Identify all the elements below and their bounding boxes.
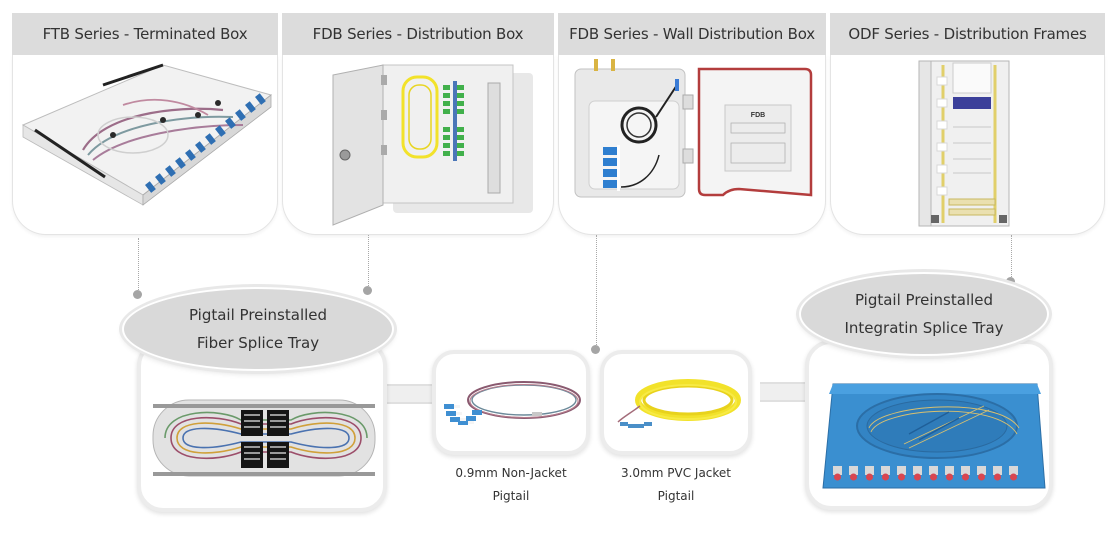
ellipse-line-1: Pigtail Preinstalled xyxy=(854,291,994,309)
odf-cabinet-image xyxy=(918,60,1010,227)
integrated-splice-tray-card[interactable] xyxy=(805,340,1053,510)
connector-line xyxy=(138,238,139,292)
connector-dot xyxy=(591,345,600,354)
non-jacket-pigtail-image xyxy=(444,381,581,425)
fdb-wall-distribution-box-card[interactable]: FDB xyxy=(558,55,826,235)
tab-odf-series[interactable]: ODF Series - Distribution Frames xyxy=(830,13,1105,55)
connector-dot xyxy=(1006,277,1015,286)
connector-line xyxy=(1011,235,1012,279)
caption-line-2: Pigtail xyxy=(492,489,530,503)
non-jacket-pigtail-caption: 0.9mm Non-Jacket Pigtail xyxy=(432,462,590,508)
ellipse-line-1: Pigtail Preinstalled xyxy=(188,306,328,324)
ellipse-line-2: Integratin Splice Tray xyxy=(844,319,1004,337)
connector-bar xyxy=(387,384,434,404)
caption-line-1: 3.0mm PVC Jacket xyxy=(620,466,731,480)
connector-dot xyxy=(133,290,142,299)
ftb-product-card[interactable] xyxy=(12,55,278,235)
connector-line xyxy=(368,235,369,288)
tab-fdb-wall-distribution-box[interactable]: FDB Series - Wall Distribution Box xyxy=(558,13,826,55)
tab-label: FTB Series - Terminated Box xyxy=(42,25,248,43)
tab-label: ODF Series - Distribution Frames xyxy=(848,25,1087,43)
outdoor-box-image: FDB xyxy=(574,59,813,198)
tab-fdb-distribution-box[interactable]: FDB Series - Distribution Box xyxy=(282,13,554,55)
odf-distribution-frame-card[interactable] xyxy=(830,55,1105,235)
connector-dot xyxy=(363,286,372,295)
integrated-splice-tray-label: Pigtail Preinstalled Integratin Splice T… xyxy=(799,272,1049,356)
integrated-splice-tray-image xyxy=(822,383,1046,489)
tab-label: FDB Series - Wall Distribution Box xyxy=(569,25,815,43)
terminal-box-image xyxy=(21,63,273,206)
fdb-distribution-box-card[interactable] xyxy=(282,55,554,235)
pvc-jacket-pigtail-image xyxy=(617,379,741,428)
tab-label: FDB Series - Distribution Box xyxy=(312,25,524,43)
caption-line-2: Pigtail xyxy=(657,489,695,503)
tab-ftb-series[interactable]: FTB Series - Terminated Box xyxy=(12,13,278,55)
splice-tray-image xyxy=(152,399,376,477)
distribution-box-image xyxy=(332,64,533,226)
pvc-jacket-pigtail-caption: 3.0mm PVC Jacket Pigtail xyxy=(600,462,752,508)
fiber-splice-tray-label: Pigtail Preinstalled Fiber Splice Tray xyxy=(122,287,394,371)
fdb-lid-label: FDB xyxy=(751,112,765,119)
connector-line xyxy=(596,235,597,347)
connector-bar xyxy=(760,382,807,402)
caption-line-1: 0.9mm Non-Jacket xyxy=(455,466,567,480)
ellipse-line-2: Fiber Splice Tray xyxy=(196,334,320,352)
pvc-jacket-pigtail-card[interactable] xyxy=(600,350,752,455)
non-jacket-pigtail-card[interactable] xyxy=(432,350,590,455)
